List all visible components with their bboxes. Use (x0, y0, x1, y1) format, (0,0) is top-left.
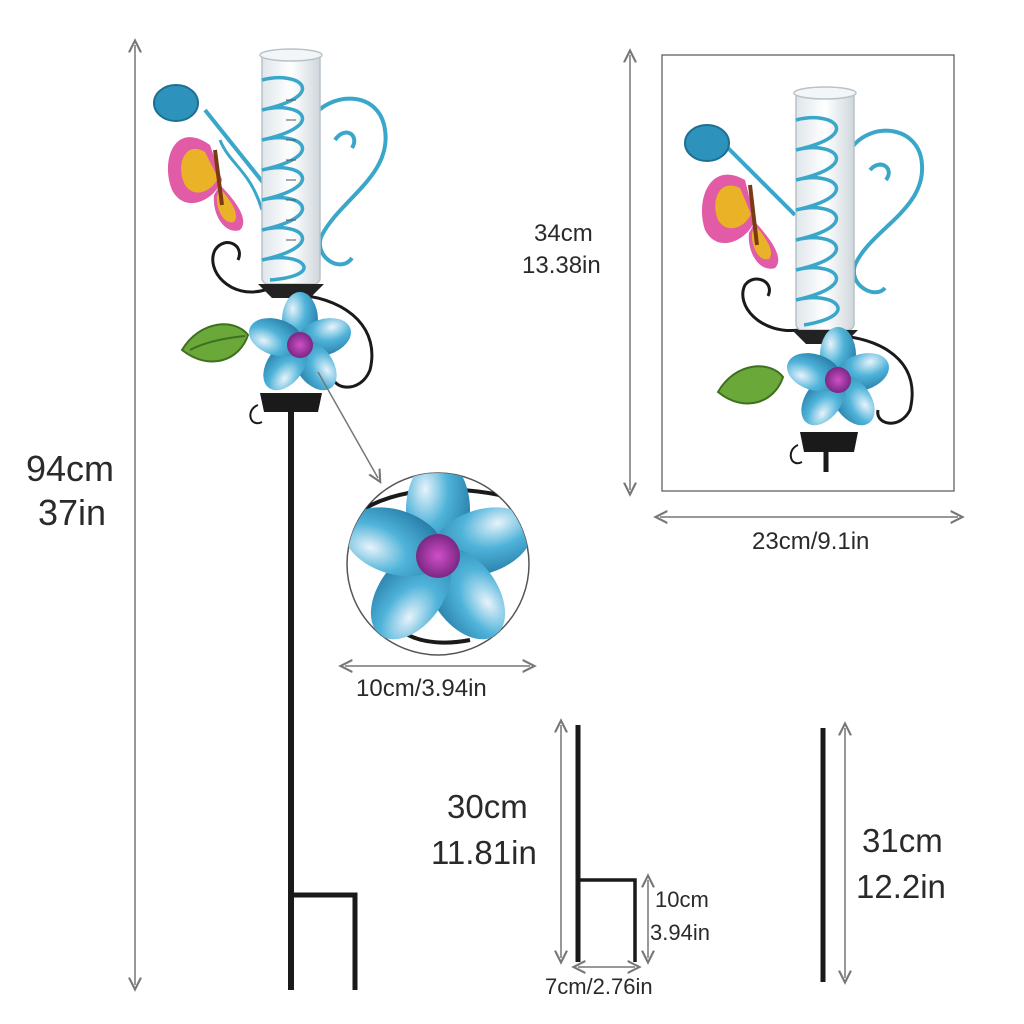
butterfly (167, 137, 244, 231)
bottom-stake-piece (575, 725, 637, 962)
rod-height-cm: 31cm (862, 822, 943, 859)
stake-height-cm: 30cm (447, 788, 528, 825)
top-height-cm: 34cm (534, 220, 593, 247)
foot-width-label: 7cm/2.76in (545, 974, 653, 999)
watering-can-head (153, 84, 199, 122)
total-height-cm: 94cm (26, 448, 115, 489)
total-height-in: 37in (38, 492, 107, 533)
foot-height-in: 3.94in (650, 920, 710, 945)
top-height-in: 13.38in (522, 252, 601, 279)
flower-width-label: 10cm/3.94in (356, 675, 487, 702)
foot-height-cm: 10cm (655, 887, 709, 912)
flower-detail-circle (346, 472, 530, 656)
leaf (180, 323, 250, 363)
top-assembly-illustration (684, 86, 925, 472)
rod-height-in: 12.2in (856, 868, 946, 905)
top-width-label: 23cm/9.1in (752, 528, 870, 555)
stake-height-in: 11.81in (431, 834, 537, 871)
main-rain-gauge (153, 48, 388, 990)
metal-flower (249, 292, 351, 391)
detail-pointer-line (317, 371, 378, 478)
